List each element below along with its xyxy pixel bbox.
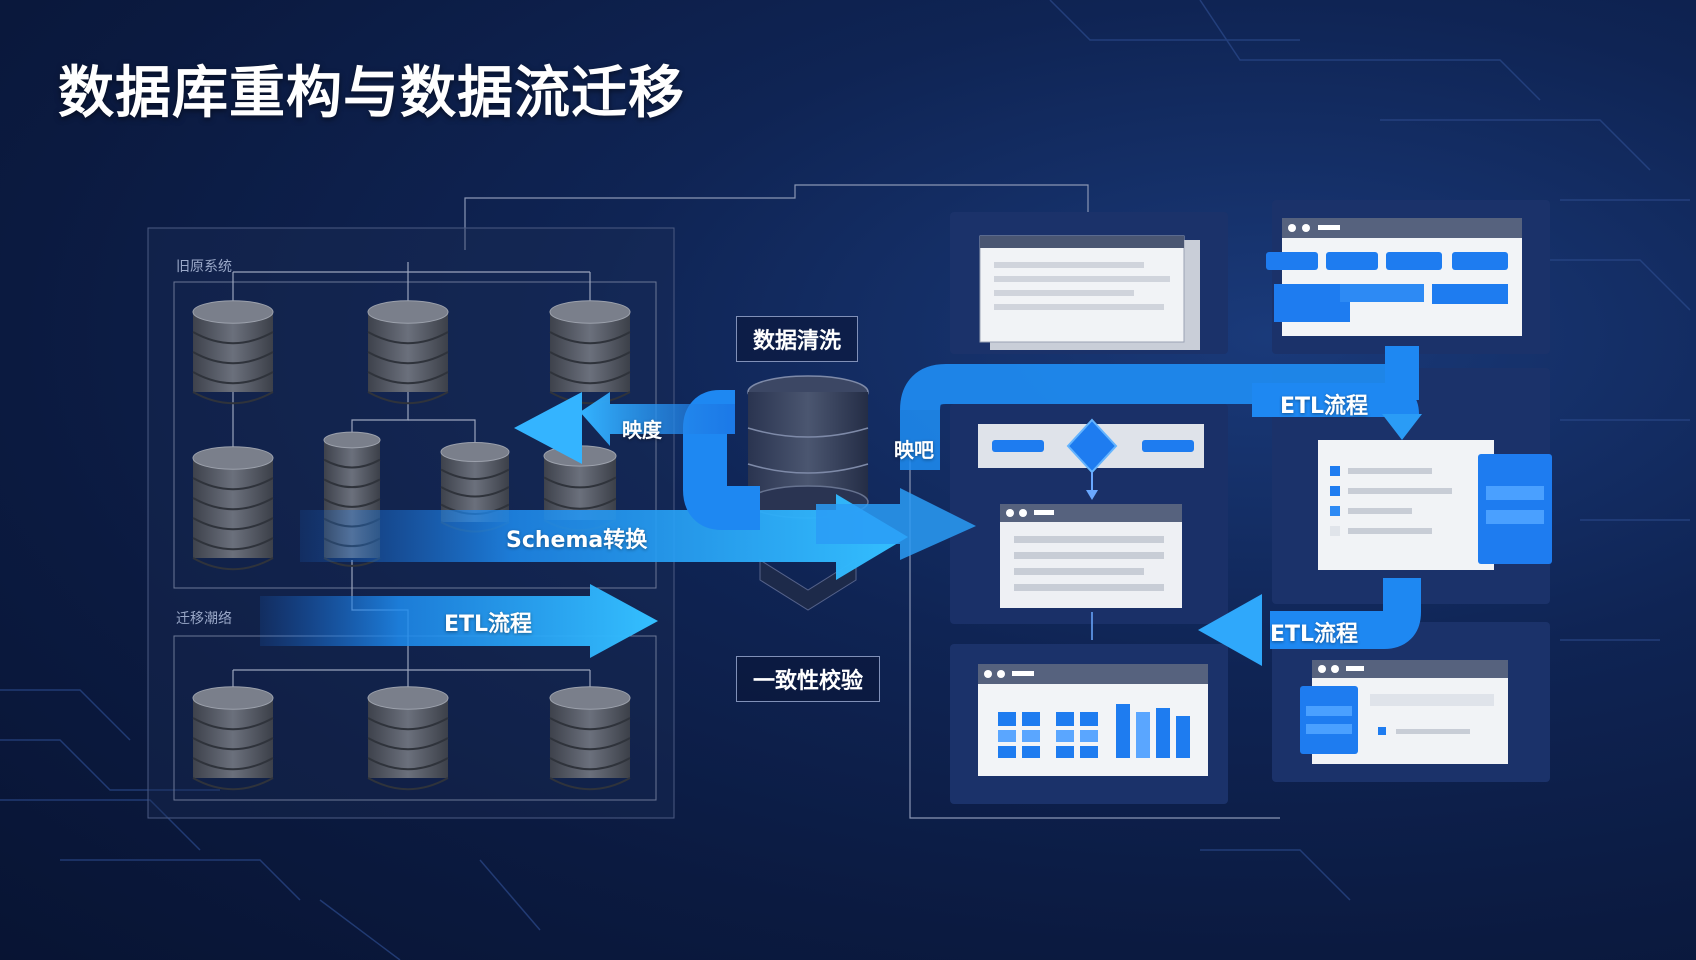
right-bottom-etl-arrow — [1198, 594, 1262, 666]
central-database-icon — [747, 375, 869, 611]
connector-lines — [464, 184, 1280, 819]
database-icon — [192, 446, 274, 571]
legacy-mid-label: 迁移潮络 — [176, 611, 232, 627]
schema-arrow-label: Schema转换 — [506, 528, 648, 553]
legacy-panel-header: 旧原系统 — [176, 259, 232, 275]
right-top-etl-label: ETL流程 — [1280, 394, 1369, 419]
flow-arrows — [260, 346, 1422, 666]
step-consistency-check: 一致性校验 — [736, 656, 881, 702]
database-icon — [367, 300, 449, 405]
return-arrow — [580, 392, 735, 446]
legacy-tree-lines — [232, 262, 591, 695]
step-data-cleaning: 数据清洗 — [736, 316, 859, 362]
database-icon — [549, 686, 631, 791]
window-mockups — [978, 218, 1552, 776]
return-arrow-label: 映度 — [622, 418, 662, 442]
database-icon — [192, 300, 274, 405]
etl-left-arrow-label: ETL流程 — [444, 612, 533, 637]
right-bottom-etl-label: ETL流程 — [1270, 622, 1359, 647]
legacy-top-frame — [173, 281, 657, 589]
side-arrow-label: 映吧 — [894, 438, 934, 462]
database-icon — [367, 686, 449, 791]
database-icon — [192, 686, 274, 791]
etl-left-arrow — [260, 584, 658, 658]
right-top-etl-arrow — [1382, 414, 1422, 440]
database-icon — [549, 300, 631, 405]
page-title: 数据库重构与数据流迁移 — [58, 61, 685, 126]
upper-curve-band — [900, 364, 1410, 412]
